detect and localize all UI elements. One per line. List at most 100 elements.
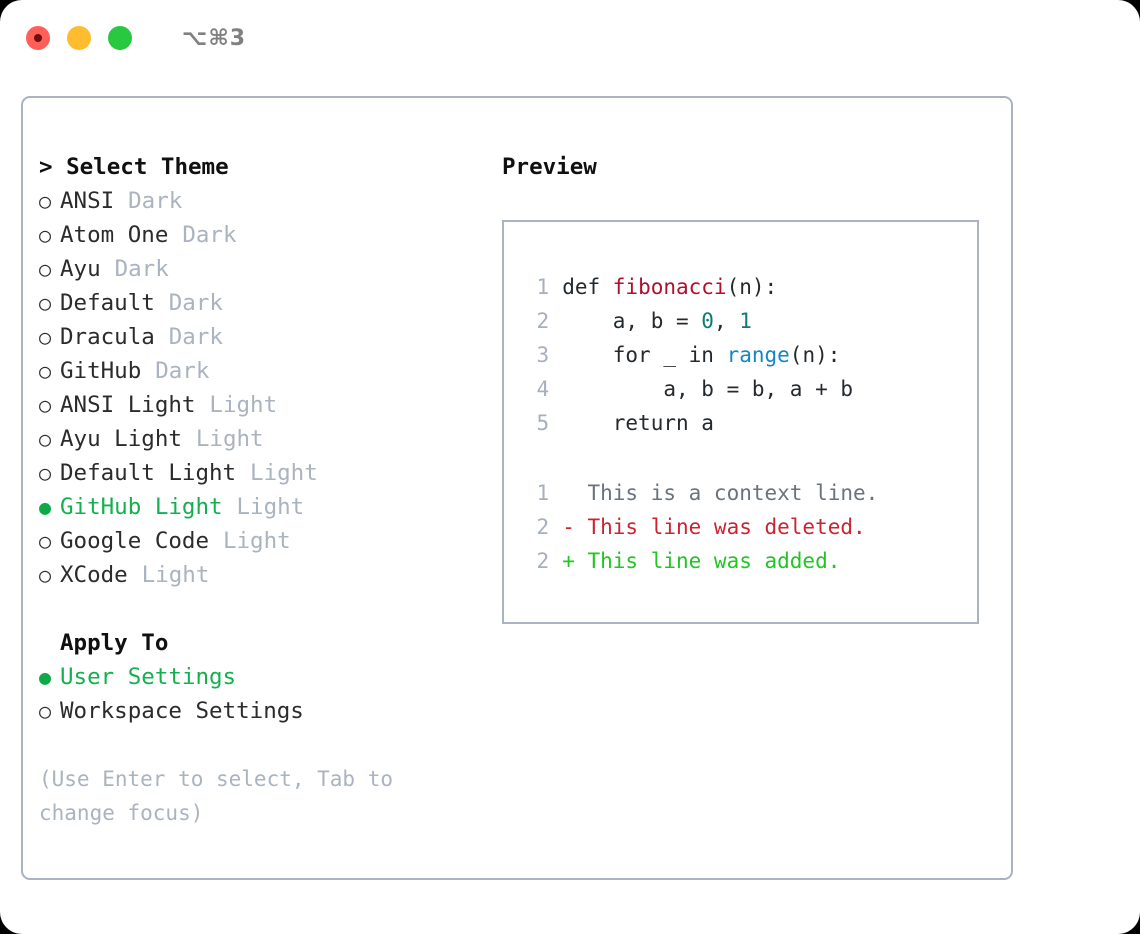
theme-option-github-light[interactable]: ● GitHub Light Light xyxy=(39,490,469,524)
radio-empty-icon: ○ xyxy=(39,257,52,281)
apply-to-heading: Apply To xyxy=(60,630,169,656)
code-token: fibonacci xyxy=(612,275,727,299)
keyboard-hint: (Use Enter to select, Tab to change focu… xyxy=(39,767,394,825)
diff-marker: + xyxy=(562,549,575,573)
theme-option-tag: Dark xyxy=(114,256,169,282)
code-diff-spacer xyxy=(524,440,977,476)
code-token: (n): xyxy=(789,343,841,367)
radio-empty-icon: ○ xyxy=(39,393,52,417)
theme-option-tag: Light xyxy=(195,426,264,452)
theme-option-label: ANSI xyxy=(60,188,115,214)
diff-line: 2 + This line was added. xyxy=(524,544,977,578)
theme-option-tag: Light xyxy=(236,494,305,520)
code-token: for _ in xyxy=(562,343,727,367)
line-number: 2 xyxy=(536,515,550,539)
code-token: a, b = xyxy=(562,309,702,333)
code-token: (n): xyxy=(726,275,778,299)
line-number: 3 xyxy=(536,343,550,367)
diff-sample: 1 This is a context line.2- This line wa… xyxy=(524,476,977,578)
theme-option-label: Dracula xyxy=(60,324,155,350)
diff-text: This is a context line. xyxy=(574,481,879,505)
radio-empty-icon: ○ xyxy=(39,291,52,315)
theme-option-tag: Dark xyxy=(128,188,183,214)
window-controls xyxy=(26,26,132,50)
code-token: def xyxy=(562,275,613,299)
apply-to-option-list: ● User Settings ○Workspace Settings xyxy=(39,660,469,728)
theme-option-label: ANSI Light xyxy=(60,392,196,418)
code-line: 2 a, b = 0, 1 xyxy=(524,304,977,338)
diff-marker xyxy=(562,481,575,505)
diff-text: This line was deleted. xyxy=(574,515,866,539)
code-token: range xyxy=(726,343,790,367)
apply-to-option-label: User Settings xyxy=(60,664,237,690)
theme-option-tag: Dark xyxy=(182,222,237,248)
radio-empty-icon: ○ xyxy=(39,563,52,587)
radio-empty-icon: ○ xyxy=(39,325,52,349)
code-line: 1 def fibonacci(n): xyxy=(524,270,977,304)
title-bar: ⌥⌘3 xyxy=(0,0,1140,76)
apply-to-option-user-settings[interactable]: ● User Settings xyxy=(39,660,469,694)
code-line: 5 return a xyxy=(524,406,977,440)
line-number: 1 xyxy=(536,275,550,299)
list-spacer xyxy=(39,592,469,626)
theme-option-tag: Dark xyxy=(155,358,210,384)
theme-option-tag: Light xyxy=(141,562,210,588)
theme-option-tag: Light xyxy=(250,460,318,486)
line-number: 1 xyxy=(536,481,550,505)
theme-option-label: XCode xyxy=(60,562,128,588)
minimize-button[interactable] xyxy=(67,26,91,50)
theme-option-tag: Light xyxy=(222,528,291,554)
select-theme-heading: > Select Theme xyxy=(39,154,229,180)
diff-line: 2- This line was deleted. xyxy=(524,510,977,544)
maximize-button[interactable] xyxy=(108,26,132,50)
preview-heading: Preview xyxy=(502,154,597,180)
window-title-shortcut: ⌥⌘3 xyxy=(182,25,247,51)
theme-option-dracula[interactable]: ○ Dracula Dark xyxy=(39,320,469,354)
diff-text: This line was added. xyxy=(574,549,841,573)
radio-empty-icon: ○ xyxy=(39,529,52,553)
code-token: 0 xyxy=(701,309,714,333)
theme-option-default[interactable]: ○ Default Dark xyxy=(39,286,469,320)
code-line: 4 a, b = b, a + b xyxy=(524,372,977,406)
theme-option-label: Ayu xyxy=(60,256,101,282)
code-line: 3 for _ in range(n): xyxy=(524,338,977,372)
apply-to-option-workspace-settings[interactable]: ○Workspace Settings xyxy=(39,694,469,728)
line-number: 4 xyxy=(536,377,550,401)
radio-selected-icon: ● xyxy=(39,495,52,519)
theme-option-google-code[interactable]: ○ Google Code Light xyxy=(39,524,469,558)
close-button[interactable] xyxy=(26,26,50,50)
theme-option-label: Default Light xyxy=(60,460,237,486)
code-token: 1 xyxy=(739,309,752,333)
radio-empty-icon: ○ xyxy=(39,189,52,213)
diff-marker: - xyxy=(562,515,575,539)
theme-option-xcode[interactable]: ○ XCode Light xyxy=(39,558,469,592)
theme-option-label: Default xyxy=(60,290,155,316)
theme-option-label: Atom One xyxy=(60,222,169,248)
diff-line: 1 This is a context line. xyxy=(524,476,977,510)
code-token: , xyxy=(713,309,740,333)
theme-option-label: GitHub Light xyxy=(60,494,223,520)
theme-option-tag: Dark xyxy=(168,290,223,316)
theme-option-ansi[interactable]: ○ ANSI Dark xyxy=(39,184,469,218)
radio-selected-icon: ● xyxy=(39,665,52,689)
radio-empty-icon: ○ xyxy=(39,359,52,383)
theme-option-ayu[interactable]: ○ Ayu Dark xyxy=(39,252,469,286)
apply-to-option-label: Workspace Settings xyxy=(60,698,304,724)
theme-option-tag: Dark xyxy=(168,324,223,350)
line-number: 2 xyxy=(536,549,550,573)
theme-option-label: Google Code xyxy=(60,528,210,554)
line-number: 2 xyxy=(536,309,550,333)
theme-option-label: Ayu Light xyxy=(60,426,182,452)
line-number: 5 xyxy=(536,411,550,435)
